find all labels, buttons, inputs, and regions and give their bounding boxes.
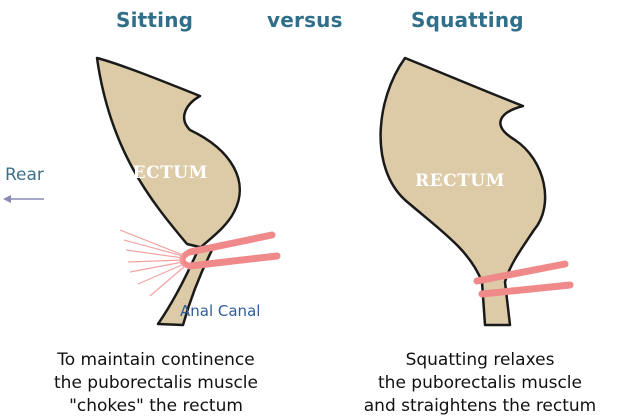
sitting-caption-line: To maintain continence — [57, 350, 255, 370]
tension-lines — [119, 229, 186, 297]
rectum-label-sitting: RECTUM — [118, 163, 208, 183]
rectum-label-squatting: RECTUM — [415, 171, 505, 191]
sitting-caption-line: the puborectalis muscle — [54, 373, 258, 393]
sitting-heading: Sitting — [116, 8, 194, 32]
squatting-caption: Squatting relaxes the puborectalis muscl… — [330, 349, 630, 418]
rear-arrow-icon — [3, 195, 44, 203]
squatting-caption-line: and straightens the rectum — [363, 396, 597, 416]
rectum-sitting-shape — [95, 56, 241, 327]
sitting-caption: To maintain continence the puborectalis … — [6, 349, 306, 418]
squatting-heading: Squatting — [411, 8, 524, 32]
rectum-squatting-shape — [379, 56, 547, 327]
puborectalis-muscle-squatting — [473, 260, 574, 298]
sitting-caption-line: "chokes" the rectum — [69, 396, 243, 416]
squatting-caption-line: Squatting relaxes — [405, 350, 555, 370]
anal-canal-label: Anal Canal — [180, 302, 261, 320]
versus-heading: versus — [267, 8, 343, 32]
squatting-caption-line: the puborectalis muscle — [378, 373, 582, 393]
rear-label: Rear — [5, 165, 44, 185]
